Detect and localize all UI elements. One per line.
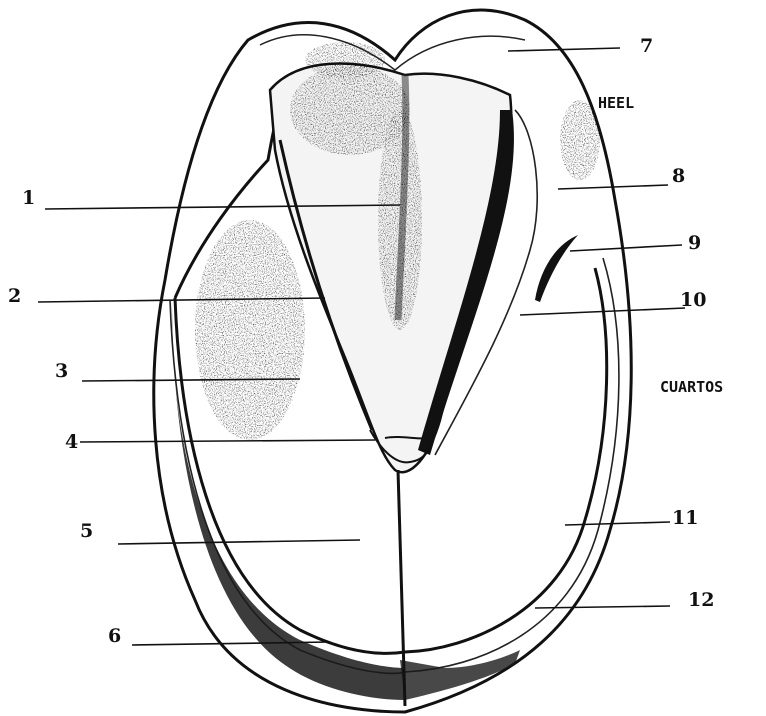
callout-7: 7: [640, 35, 653, 57]
callout-3: 3: [55, 360, 68, 382]
leader-line-9: [570, 245, 682, 251]
callout-4: 4: [65, 431, 78, 453]
region-label-heel: HEEL: [598, 94, 634, 112]
callout-10: 10: [680, 289, 706, 311]
bar-mark: [535, 235, 578, 302]
heel-bulbs: [260, 35, 525, 70]
callout-1: 1: [22, 187, 35, 209]
leader-line-4: [80, 440, 375, 442]
callout-5: 5: [80, 520, 93, 542]
leader-line-11: [565, 522, 670, 525]
callout-11: 11: [672, 507, 698, 529]
callout-6: 6: [108, 625, 121, 647]
callout-9: 9: [688, 232, 701, 254]
callout-8: 8: [672, 165, 685, 187]
region-label-quarters: CUARTOS: [660, 378, 723, 396]
callout-2: 2: [8, 285, 21, 307]
leader-line-7: [508, 48, 620, 51]
callout-12: 12: [688, 589, 714, 611]
leader-line-5: [118, 540, 360, 544]
